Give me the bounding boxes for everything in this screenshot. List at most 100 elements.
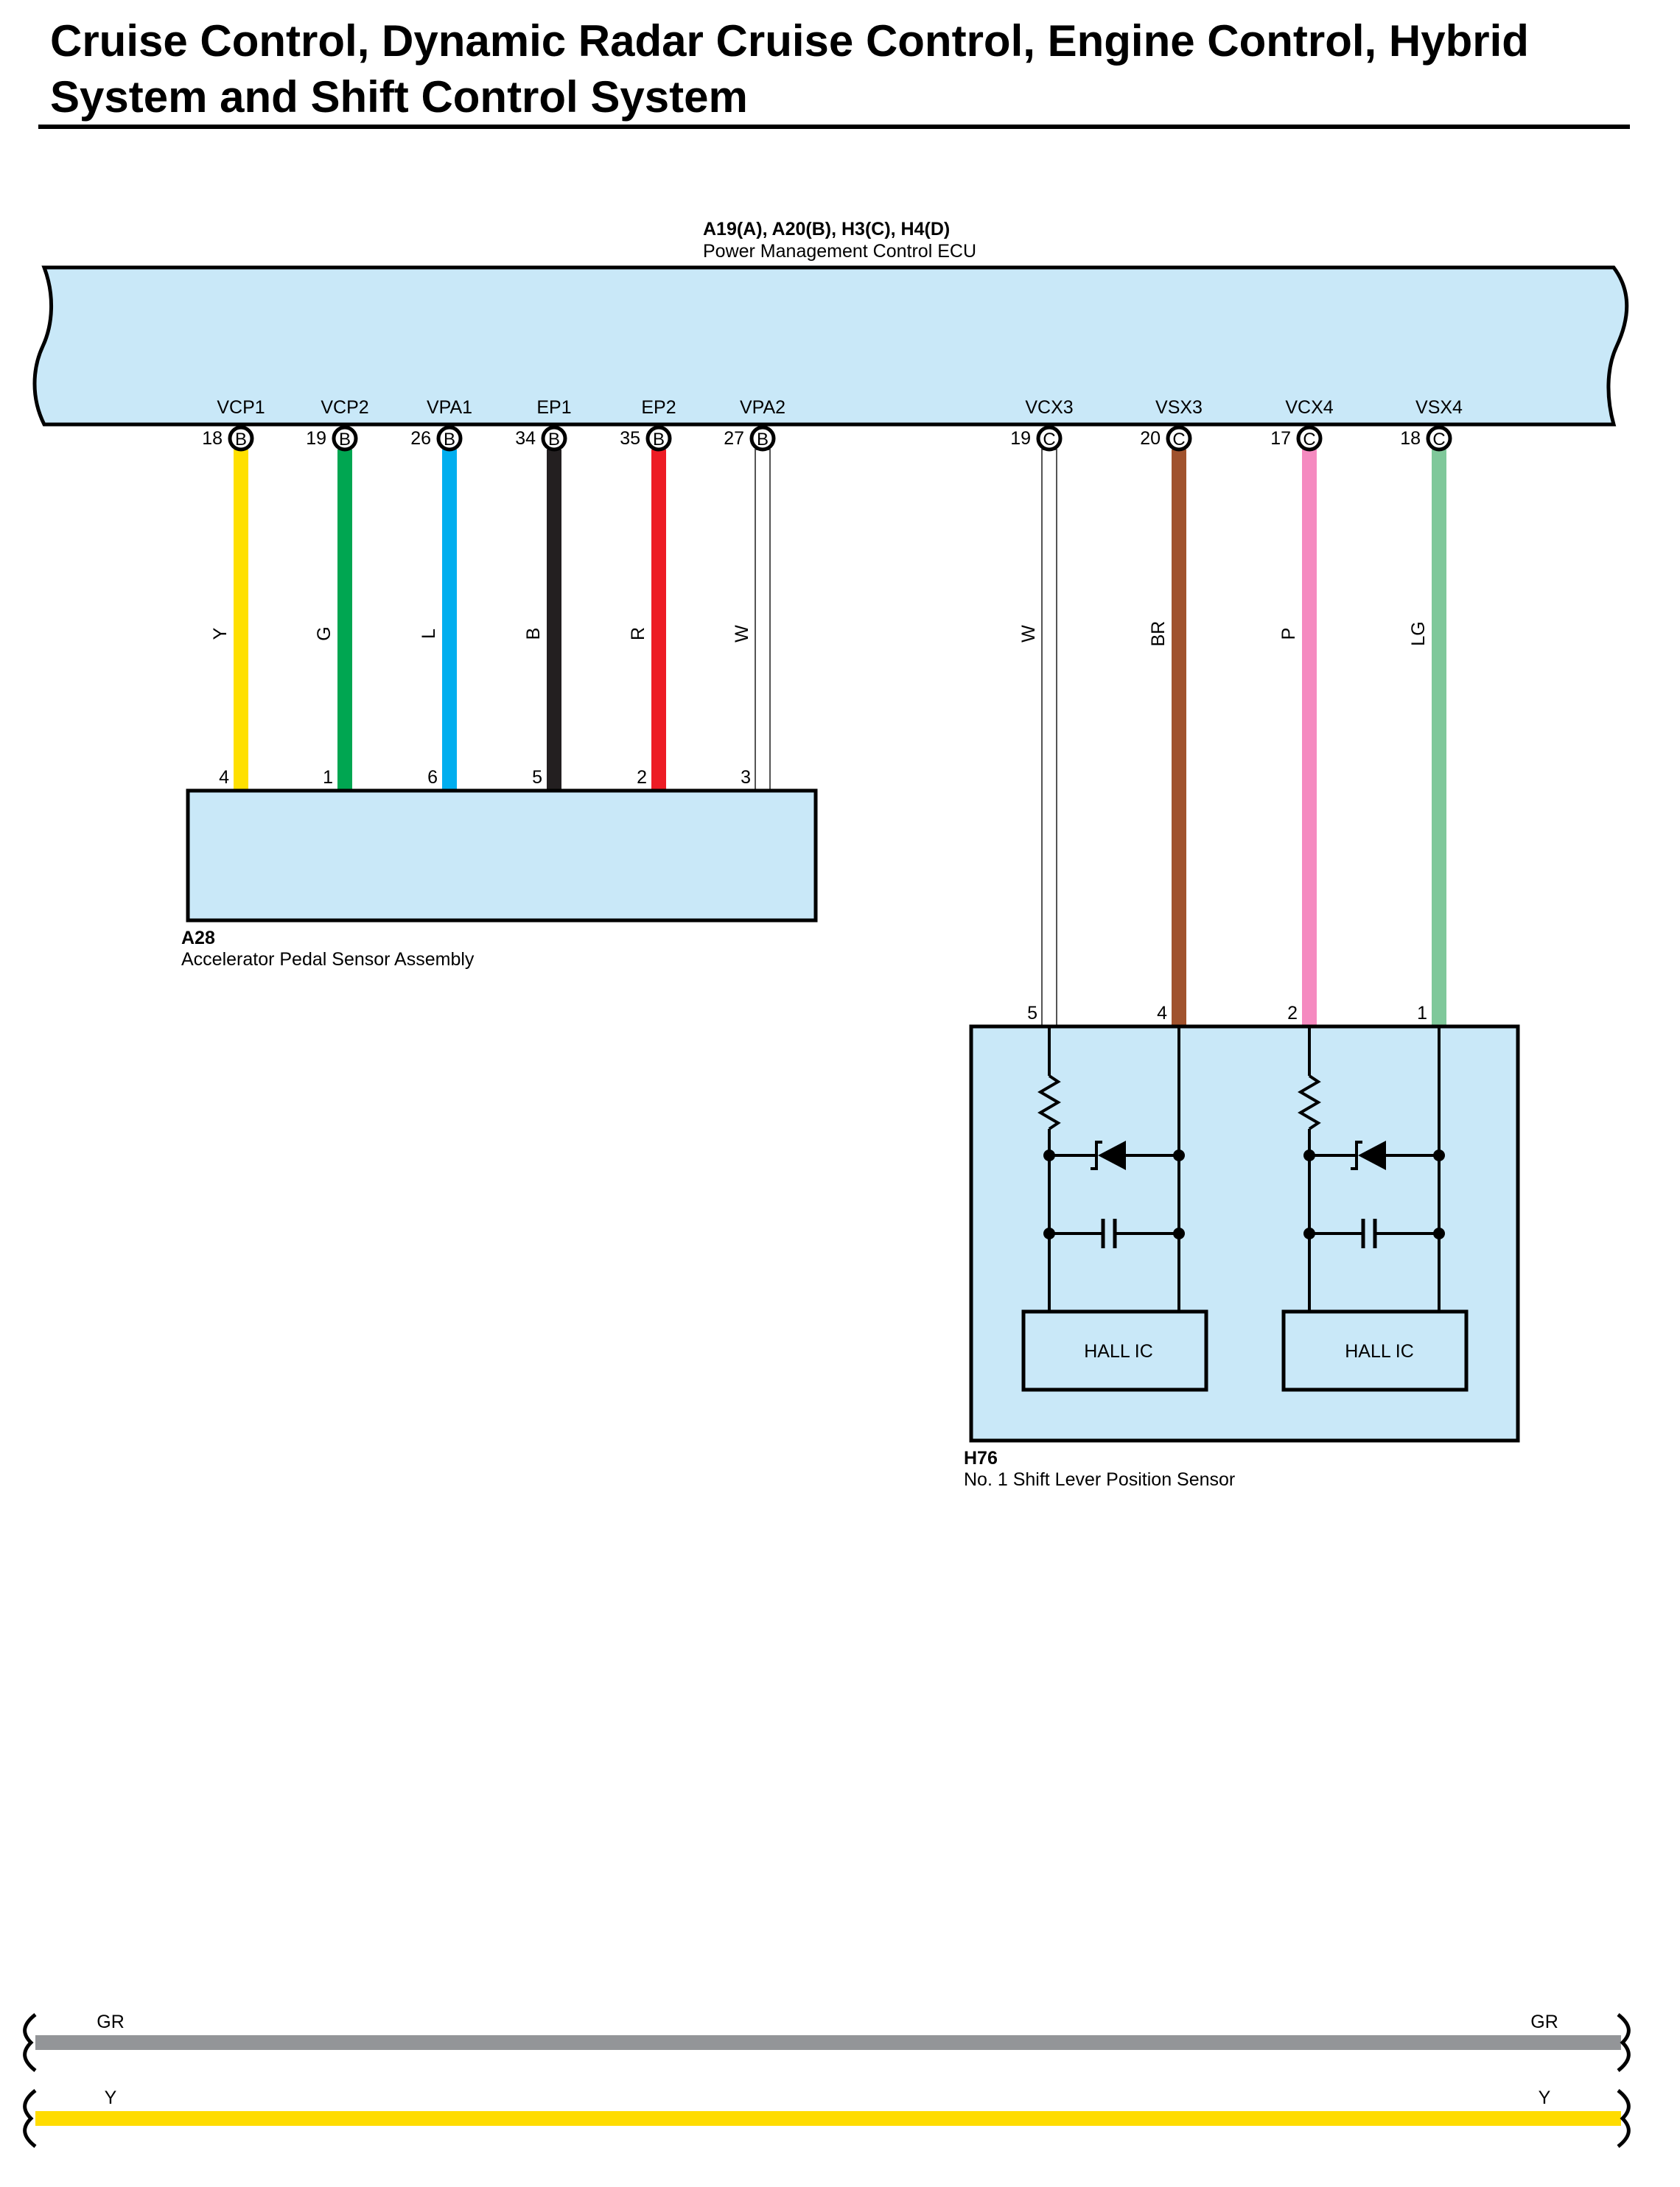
ecu-terminal-label-ep1: EP1 [536, 397, 571, 418]
wire-vcp1 [234, 449, 248, 791]
zener-diode-icon [1351, 1141, 1386, 1170]
wire-vcp2 [337, 449, 352, 791]
hall-ic-label-2: HALL IC [1345, 1341, 1414, 1362]
sensor-pin-number-vcx4: 2 [1287, 1003, 1298, 1023]
continuation-label-left: Y [105, 2088, 117, 2108]
h76-name-label: No. 1 Shift Lever Position Sensor [964, 1469, 1235, 1490]
connector-letter-ep2: B [653, 430, 665, 449]
wire-color-label-ep1: B [523, 628, 544, 640]
connector-circle-vcp2 [332, 425, 358, 452]
connector-circle-vpa1 [436, 425, 463, 452]
break-symbol-left [23, 2013, 37, 2072]
connector-circle-vsx3 [1166, 425, 1192, 452]
continuation-wire-y [35, 2111, 1621, 2126]
break-symbol-right [1617, 2089, 1631, 2148]
wire-vcx4 [1302, 449, 1317, 1026]
wire-vsx4 [1432, 449, 1446, 1026]
connector-circle-vpa2 [749, 425, 776, 452]
connector-letter-ep1: B [548, 430, 560, 449]
resistor-icon [1298, 1074, 1321, 1130]
wire-vpa1 [442, 449, 457, 791]
ecu-pin-number-vcx4: 17 [1270, 428, 1291, 449]
connector-circle-vcx4 [1296, 425, 1323, 452]
break-symbol-left [23, 2089, 37, 2148]
ecu-terminal-label-vcp2: VCP2 [321, 397, 368, 418]
hall-ic-box-2 [1281, 1309, 1469, 1392]
connector-letter-vcx4: C [1303, 430, 1315, 449]
ecu-terminal-label-vpa2: VPA2 [740, 397, 785, 418]
ecu-terminal-label-vsx4: VSX4 [1415, 397, 1463, 418]
sensor-pin-number-ep2: 2 [637, 767, 647, 788]
sensor-pin-number-vsx4: 1 [1417, 1003, 1427, 1023]
wire-ep1 [547, 449, 561, 791]
wire-color-label-vcp1: Y [210, 627, 231, 640]
junction-dots [1043, 1150, 1445, 1239]
wire-color-label-vpa1: L [419, 629, 439, 639]
wire-color-label-vsx4: LG [1408, 621, 1429, 645]
ecu-terminal-label-vsx3: VSX3 [1155, 397, 1203, 418]
connector-letter-vcp2: B [339, 430, 351, 449]
continuation-label-right: Y [1539, 2088, 1551, 2108]
ecu-pin-number-vcx3: 19 [1010, 428, 1031, 449]
title-line-1: Cruise Control, Dynamic Radar Cruise Con… [50, 16, 1529, 66]
connector-letter-vcx3: C [1043, 430, 1055, 449]
connector-circle-vcx3 [1036, 425, 1063, 452]
ecu-terminal-label-vcx4: VCX4 [1285, 397, 1333, 418]
ecu-terminal-label-vpa1: VPA1 [427, 397, 472, 418]
hall-ic-box-1 [1021, 1309, 1208, 1392]
connector-circle-vcp1 [228, 425, 254, 452]
title-line-2: System and Shift Control System [50, 72, 748, 122]
ecu-pin-number-vpa1: 26 [410, 428, 431, 449]
connector-circle-ep2 [645, 425, 672, 452]
zener-diode-icon [1091, 1141, 1126, 1170]
connector-circle-ep1 [541, 425, 567, 452]
page-title: Cruise Control, Dynamic Radar Cruise Con… [50, 13, 1634, 125]
a28-code-label: A28 [181, 928, 215, 948]
continuation-label-right: GR [1530, 2012, 1558, 2032]
wire-color-label-vcp2: G [314, 626, 335, 640]
sensor-pin-number-vpa1: 6 [427, 767, 438, 788]
continuation-lines: GR GR Y Y [23, 2012, 1631, 2148]
ecu-pin-number-vpa2: 27 [724, 428, 744, 449]
ecu-terminal-label-ep2: EP2 [641, 397, 676, 418]
ecu-pin-number-ep2: 35 [620, 428, 640, 449]
connector-letter-vsx4: C [1432, 430, 1445, 449]
wire-color-label-vsx3: BR [1148, 621, 1169, 647]
wire-vcx3 [1041, 449, 1057, 1027]
ecu-pin-number-vsx3: 20 [1140, 428, 1161, 449]
wire-color-label-vpa2: W [732, 625, 752, 643]
connector-letter-vsx3: C [1172, 430, 1185, 449]
wire-ep2 [651, 449, 666, 791]
wire-color-label-vcx4: P [1278, 628, 1299, 640]
wire-vpa2 [755, 449, 771, 791]
ecu-body [32, 265, 1629, 427]
ecu-pin-number-vcp2: 19 [306, 428, 326, 449]
ecu-pin-number-vcp1: 18 [202, 428, 223, 449]
continuation-label-left: GR [97, 2012, 125, 2032]
hall-ic-label-1: HALL IC [1084, 1341, 1153, 1362]
wire-color-label-vcx3: W [1018, 625, 1039, 643]
ecu-pin-number-ep1: 34 [515, 428, 536, 449]
sensor-pin-number-vpa2: 3 [741, 767, 751, 788]
ecu-pin-number-vsx4: 18 [1400, 428, 1421, 449]
sensor-pin-number-vcp2: 1 [323, 767, 333, 788]
wire-vsx3 [1172, 449, 1186, 1026]
a28-name-label: Accelerator Pedal Sensor Assembly [181, 949, 475, 970]
connector-letter-vcp1: B [235, 430, 247, 449]
wire-color-label-ep2: R [628, 627, 648, 640]
connector-letter-vpa1: B [444, 430, 455, 449]
connector-circle-vsx4 [1426, 425, 1452, 452]
sensor-pin-number-vsx3: 4 [1157, 1003, 1167, 1023]
ecu-name-label: Power Management Control ECU [703, 241, 976, 262]
break-symbol-right [1617, 2013, 1631, 2072]
sensor-pin-number-vcp1: 4 [219, 767, 229, 788]
h76-code-label: H76 [964, 1448, 998, 1469]
sensor-pin-number-ep1: 5 [532, 767, 542, 788]
ecu-terminal-label-vcp1: VCP1 [217, 397, 265, 418]
ecu-terminal-label-vcx3: VCX3 [1025, 397, 1073, 418]
connector-letter-vpa2: B [757, 430, 769, 449]
resistor-icon [1037, 1074, 1061, 1130]
continuation-wire-gr [35, 2035, 1621, 2050]
a28-sensor-box [186, 788, 818, 923]
